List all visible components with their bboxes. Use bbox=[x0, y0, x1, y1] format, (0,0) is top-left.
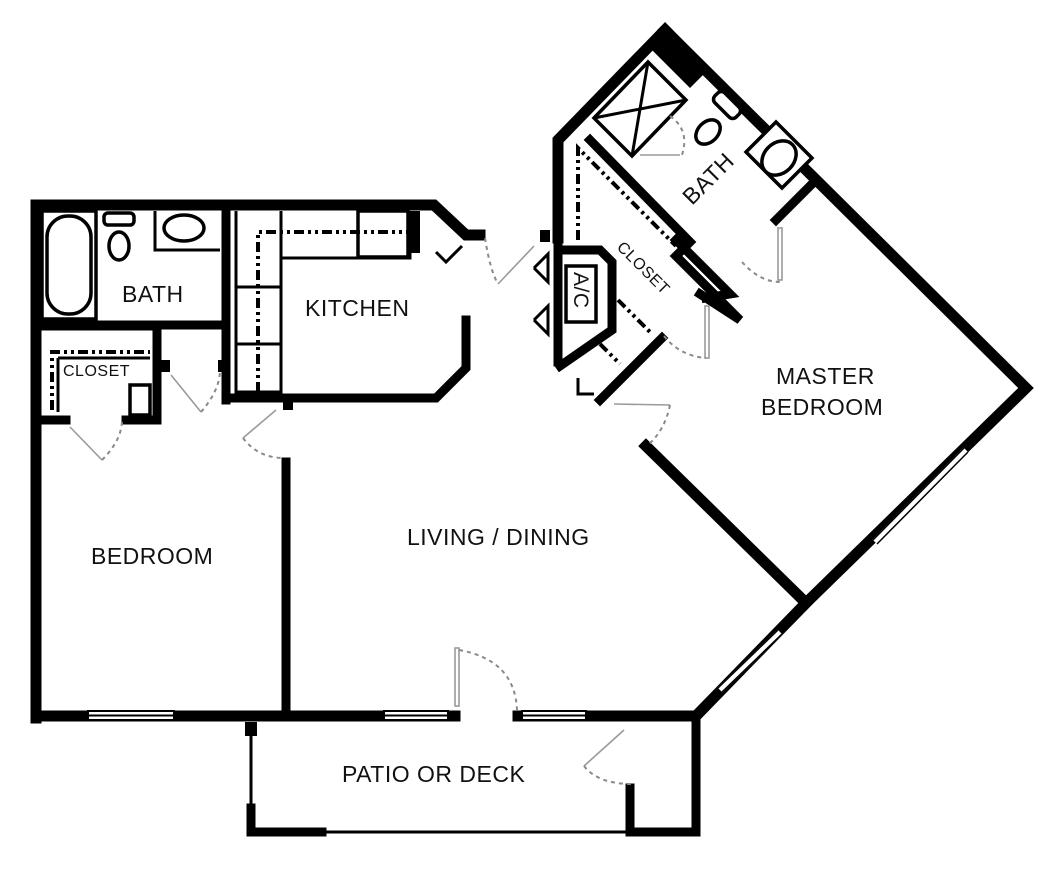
living-dining-label: LIVING / DINING bbox=[407, 524, 590, 550]
patio-label: PATIO OR DECK bbox=[342, 761, 525, 787]
wall-master-bath-left bbox=[552, 22, 673, 244]
master-bedroom-window bbox=[872, 447, 969, 545]
master-closet-label: CLOSET bbox=[613, 239, 672, 298]
toilet-tank bbox=[102, 211, 136, 227]
master-toilet-bowl bbox=[694, 118, 722, 146]
master-bedroom-door-swing bbox=[647, 404, 671, 446]
master-bath-door-swing bbox=[741, 261, 781, 283]
entry-door[interactable] bbox=[497, 245, 535, 285]
shower-door-swing bbox=[669, 115, 686, 156]
kitchen-jamb bbox=[283, 400, 293, 410]
vanity-counter bbox=[153, 211, 220, 252]
bath-1-door[interactable] bbox=[170, 374, 202, 413]
living-corner-window bbox=[717, 629, 783, 693]
patio: PATIO OR DECK bbox=[245, 715, 701, 837]
storage-door[interactable] bbox=[583, 729, 625, 767]
ac-unit bbox=[564, 264, 598, 324]
master-toilet-tank bbox=[711, 89, 743, 121]
shower-x bbox=[630, 61, 650, 157]
closet-door-frame bbox=[669, 233, 740, 304]
ac-closet-shelf bbox=[616, 298, 652, 334]
wall-top-left bbox=[30, 199, 486, 724]
fridge-wall bbox=[410, 211, 420, 253]
ac-door[interactable] bbox=[532, 302, 550, 338]
bath-door-jamb bbox=[160, 360, 170, 372]
linen-shelf bbox=[598, 342, 622, 366]
closet-bath-wall bbox=[583, 133, 744, 324]
entry-jamb bbox=[472, 230, 484, 240]
pantry-door[interactable] bbox=[434, 244, 464, 265]
kitchen-bottom-wall bbox=[221, 315, 471, 403]
bath-1-label: BATH bbox=[122, 281, 184, 307]
master-bath-door[interactable] bbox=[777, 227, 783, 281]
bedroom-door-swing bbox=[242, 437, 285, 459]
patio-door-swing bbox=[458, 649, 518, 711]
patio-post bbox=[245, 722, 257, 736]
master-bath-label: BATH bbox=[677, 148, 739, 210]
closet-1: CLOSET bbox=[31, 350, 162, 461]
master-sink bbox=[760, 139, 798, 177]
master-bedroom-label-line2: BEDROOM bbox=[761, 394, 883, 420]
ac-door[interactable] bbox=[532, 250, 550, 286]
bedroom: BEDROOM bbox=[87, 457, 291, 721]
exterior-walls bbox=[30, 22, 1034, 724]
bath-1: BATH bbox=[31, 200, 231, 425]
kitchen: KITCHEN bbox=[221, 209, 484, 410]
closet-1-door-swing bbox=[101, 419, 123, 461]
toilet-bowl bbox=[107, 230, 131, 262]
bedroom-label: BEDROOM bbox=[91, 543, 213, 569]
bedroom-door[interactable] bbox=[242, 409, 277, 439]
patio-door[interactable] bbox=[454, 647, 460, 707]
master-bedroom: MASTER BEDROOM bbox=[613, 363, 969, 693]
closet-1-cabinet bbox=[128, 383, 152, 417]
master-bedroom-left-wall bbox=[638, 438, 814, 611]
storage-door-swing bbox=[583, 765, 633, 785]
master-bath-wall bbox=[769, 173, 823, 227]
bath-door-jamb bbox=[218, 360, 228, 372]
closet-1-shelf bbox=[50, 350, 150, 410]
kitchen-label: KITCHEN bbox=[305, 295, 409, 321]
linen-door[interactable] bbox=[576, 378, 594, 396]
patio-storage-wall bbox=[625, 715, 701, 837]
master-closet-door-swing bbox=[663, 335, 707, 359]
bath-1-door-swing bbox=[200, 369, 221, 413]
living-window-right bbox=[521, 710, 587, 721]
bedroom-window bbox=[87, 710, 175, 721]
master-bedroom-label-line1: MASTER bbox=[776, 363, 875, 389]
master-bedroom-door[interactable] bbox=[613, 403, 671, 406]
entry-jamb-right bbox=[540, 230, 550, 242]
closet-1-door[interactable] bbox=[69, 426, 103, 461]
linen-closet-wall bbox=[593, 331, 669, 407]
bathtub-basin bbox=[45, 214, 93, 316]
ac-label: A/C bbox=[569, 272, 592, 309]
master-closet-shelf bbox=[576, 143, 678, 248]
closet-1-label: CLOSET bbox=[63, 363, 130, 380]
living-window-left bbox=[383, 710, 449, 721]
entry-door-swing bbox=[484, 237, 499, 285]
patio-corner-left bbox=[246, 803, 327, 837]
sink bbox=[162, 213, 206, 243]
master-closet-door[interactable] bbox=[704, 305, 710, 359]
master-bath-wall-block bbox=[650, 22, 710, 88]
